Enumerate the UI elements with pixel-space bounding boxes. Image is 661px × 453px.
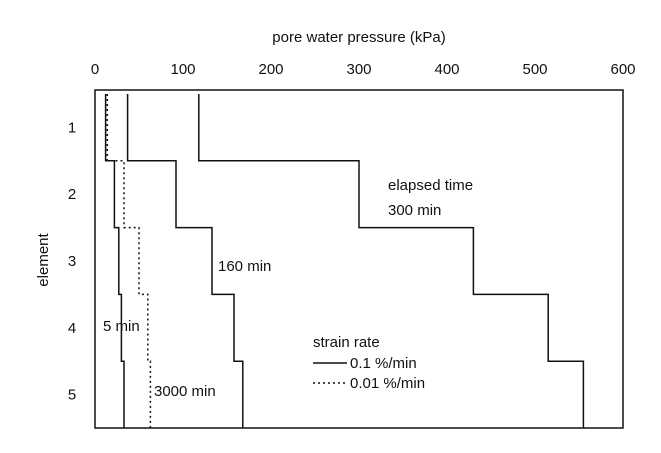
x-tick-label: 0 <box>91 61 99 78</box>
x-tick-label: 600 <box>610 61 635 78</box>
x-tick-label: 100 <box>170 61 195 78</box>
y-tick-label: 4 <box>68 320 76 337</box>
x-tick-label: 300 <box>346 61 371 78</box>
annotation-elapsed-time: elapsed time <box>388 177 473 194</box>
y-ticks: 1 2 3 4 5 <box>68 119 76 403</box>
annotation-3000-min: 3000 min <box>154 383 216 400</box>
plot-frame <box>94 89 624 429</box>
annotation-160-min: 160 min <box>218 258 271 275</box>
series-line-solid-160min <box>126 94 244 428</box>
series-line-solid-5min <box>104 94 125 428</box>
annotation-300-min: 300 min <box>388 202 441 219</box>
legend: strain rate 0.1 %/min 0.01 %/min <box>313 334 425 392</box>
y-tick-label: 5 <box>68 387 76 404</box>
series-line-dotted-3000min <box>106 94 152 428</box>
y-tick-label: 1 <box>68 119 76 136</box>
x-tick-label: 500 <box>522 61 547 78</box>
x-tick-label: 200 <box>258 61 283 78</box>
annotation-5-min: 5 min <box>103 318 140 335</box>
x-ticks: 0 100 200 300 400 500 600 <box>91 61 636 78</box>
legend-label-solid: 0.1 %/min <box>350 355 417 372</box>
legend-title: strain rate <box>313 334 380 351</box>
y-tick-label: 3 <box>68 253 76 270</box>
y-tick-label: 2 <box>68 186 76 203</box>
x-axis-title: pore water pressure (kPa) <box>272 29 445 46</box>
x-tick-label: 400 <box>434 61 459 78</box>
legend-label-dotted: 0.01 %/min <box>350 375 425 392</box>
y-axis-title: element <box>35 232 52 286</box>
series-line-solid-300min <box>198 94 585 428</box>
series-group <box>104 94 585 428</box>
